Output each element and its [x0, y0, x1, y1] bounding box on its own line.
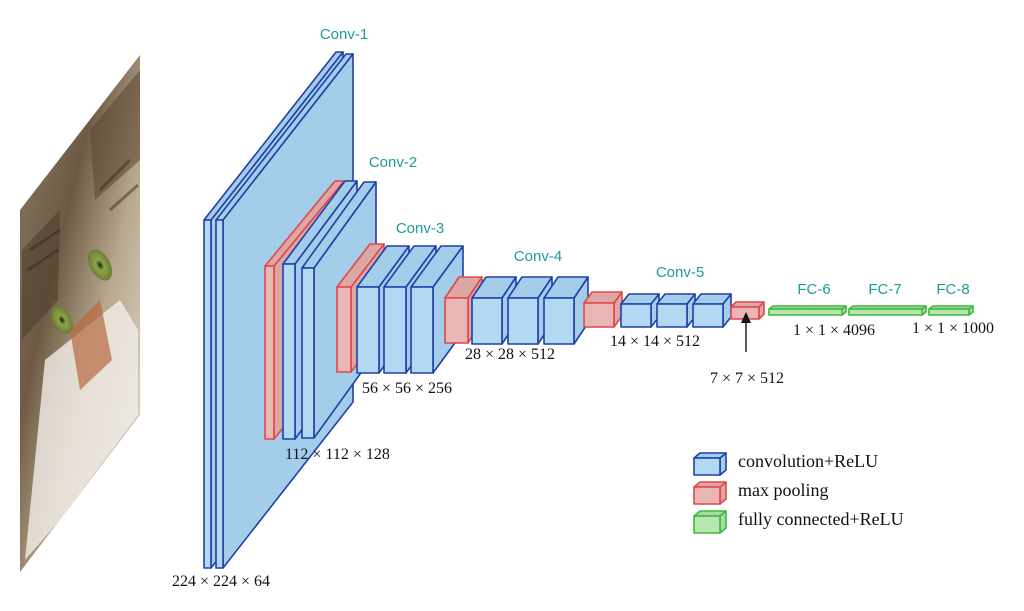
pool5-layer: [730, 301, 765, 320]
label-fc-6: FC-6: [797, 281, 830, 298]
legend-swatch-fc: [693, 510, 727, 534]
fc8-layer: [928, 305, 974, 316]
cat-eye-right: [87, 249, 113, 281]
label-conv-4: Conv-4: [514, 248, 562, 265]
dim-112x112x128: 112 × 112 × 128: [285, 446, 390, 463]
legend-label-fc: fully connected+ReLU: [738, 509, 904, 529]
conv4-layer-3: [543, 276, 589, 345]
label-conv-5: Conv-5: [656, 264, 704, 281]
pool5-arrow: [741, 312, 751, 352]
conv5-layer-1: [620, 293, 660, 328]
legend-swatch-pool: [693, 481, 727, 505]
legend-swatch-conv: [693, 452, 727, 476]
dim-56x56x256: 56 × 56 × 256: [362, 380, 452, 397]
network-blocks: [203, 51, 974, 569]
dim-1x1x1000: 1 × 1 × 1000: [912, 320, 994, 337]
input-cat-image: [20, 55, 140, 572]
legend: convolution+ReLU max pooling fully conne…: [693, 451, 904, 534]
dim-14x14x512: 14 × 14 × 512: [610, 333, 700, 350]
conv5-layer-2: [656, 293, 696, 328]
fc6-layer: [768, 305, 847, 316]
pool4-layer: [583, 291, 623, 328]
label-fc-7: FC-7: [868, 281, 901, 298]
label-conv-2: Conv-2: [369, 154, 417, 171]
dim-1x1x4096: 1 × 1 × 4096: [793, 322, 875, 339]
legend-label-pool: max pooling: [738, 480, 829, 500]
fc7-layer: [848, 305, 927, 316]
label-conv-1: Conv-1: [320, 26, 368, 43]
label-conv-3: Conv-3: [396, 220, 444, 237]
dim-28x28x512: 28 × 28 × 512: [465, 346, 555, 363]
legend-label-conv: convolution+ReLU: [738, 451, 878, 471]
conv5-layer-3: [692, 293, 732, 328]
conv1-layer-2: [215, 53, 354, 569]
label-fc-8: FC-8: [936, 281, 969, 298]
cat-eye-left: [51, 306, 73, 334]
dim-224x224x64: 224 × 224 × 64: [172, 573, 270, 590]
dim-7x7x512: 7 × 7 × 512: [710, 370, 784, 387]
legend-swatches: [693, 452, 727, 534]
